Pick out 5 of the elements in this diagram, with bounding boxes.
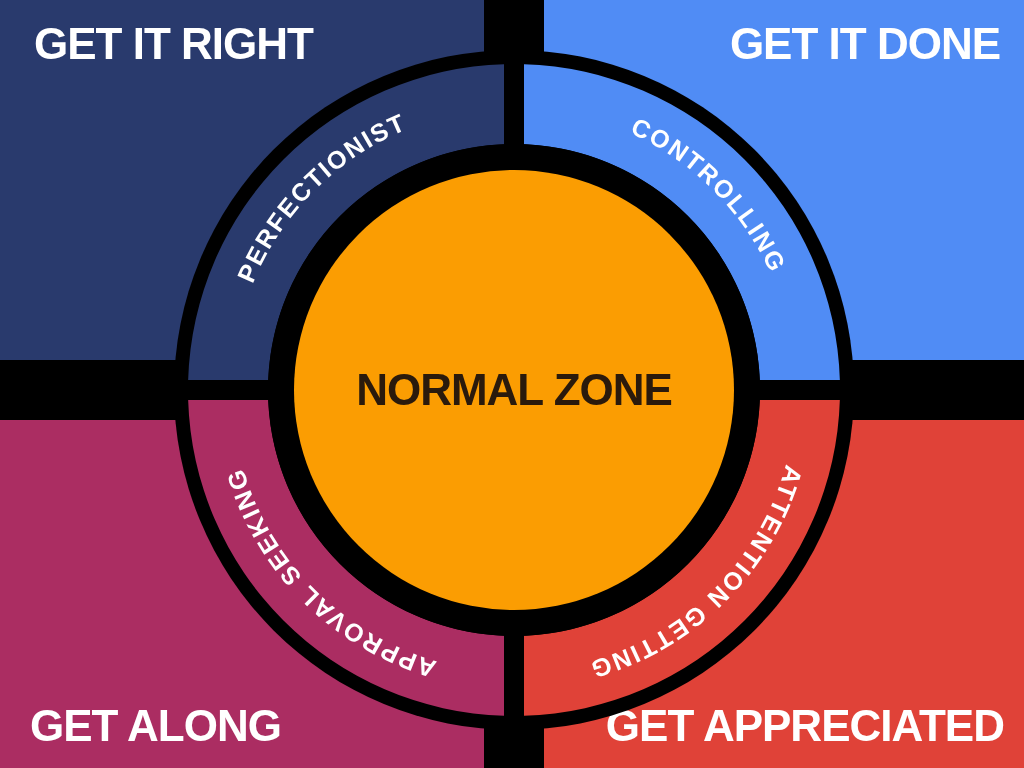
quadrant-heading: GET APPRECIATED <box>605 704 1004 748</box>
quadrant-heading: GET IT RIGHT <box>34 22 313 66</box>
quadrant-heading: GET IT DONE <box>729 22 1000 66</box>
quadrant-heading: GET ALONG <box>30 704 281 748</box>
zone-label: NORMAL ZONE <box>356 365 672 415</box>
